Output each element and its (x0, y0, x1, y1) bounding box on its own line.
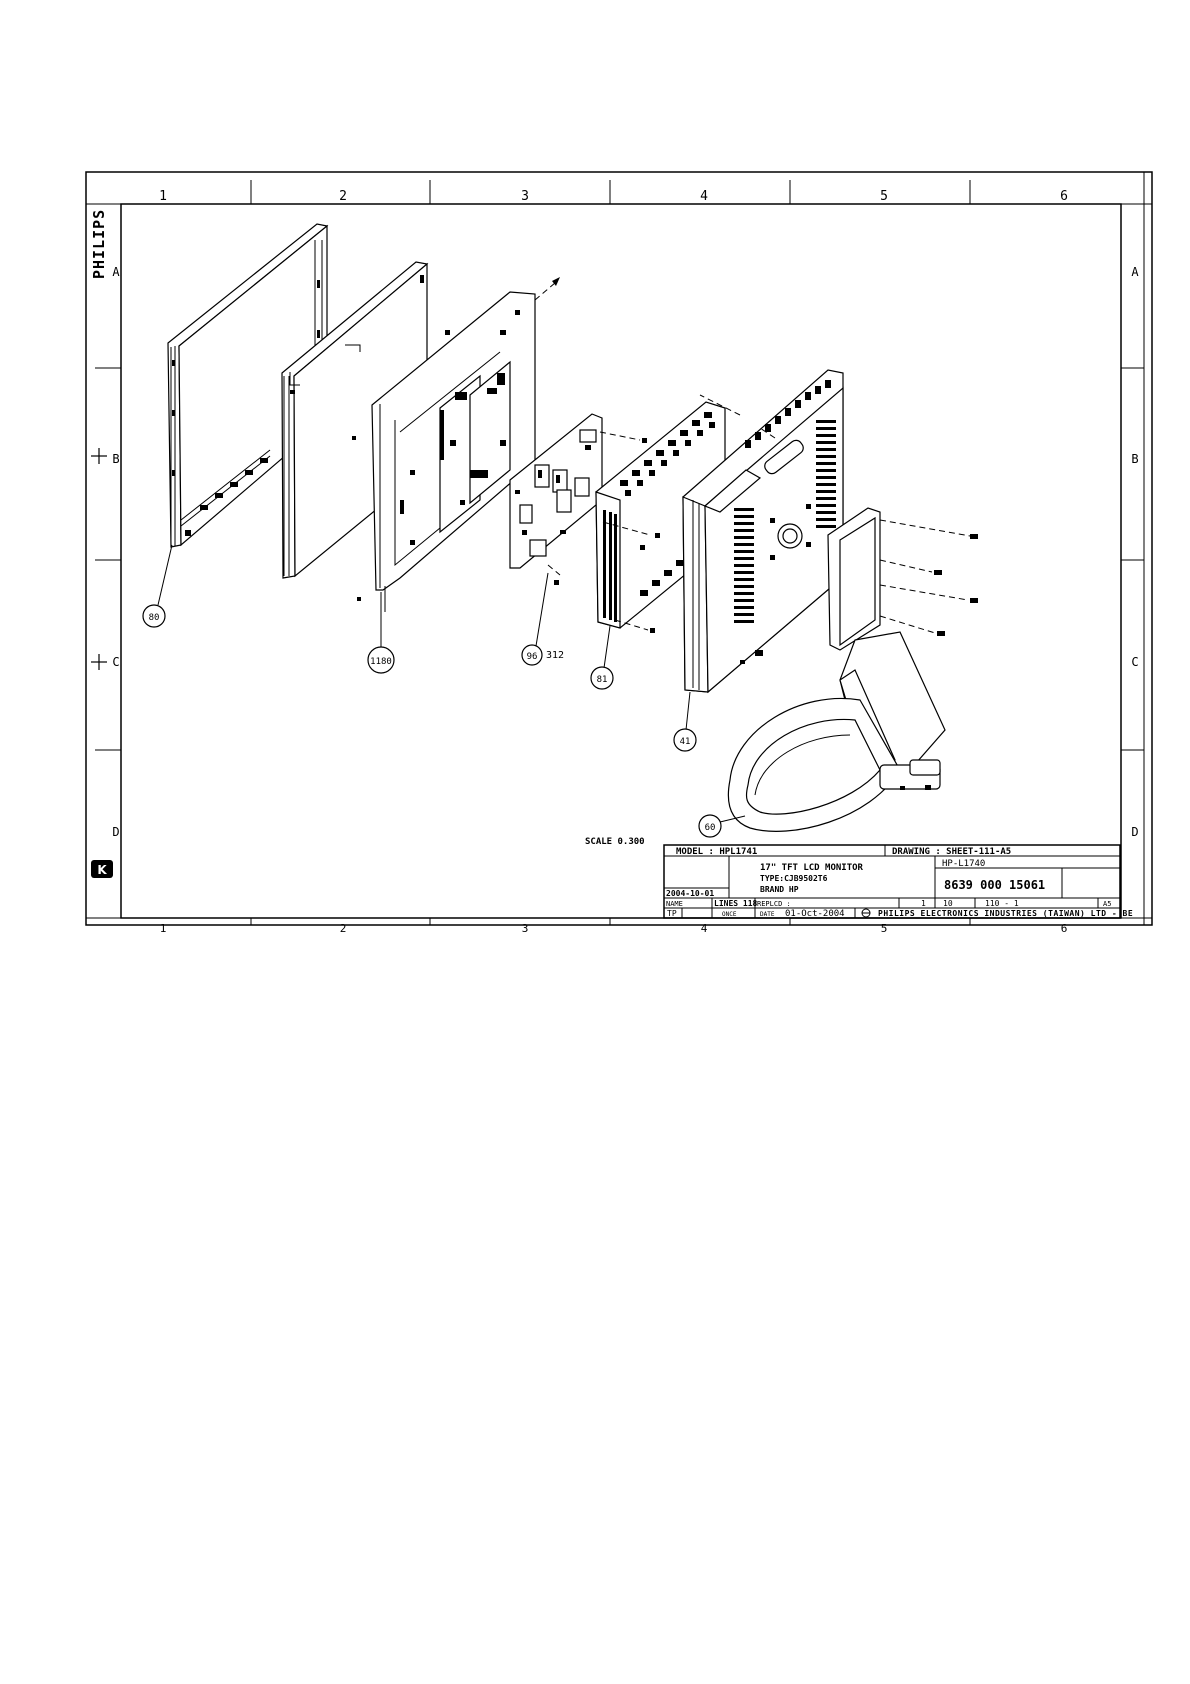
tb-description-3: BRAND HP (760, 885, 799, 894)
col-label-top-4: 4 (700, 189, 708, 204)
main-board-part (509, 413, 603, 585)
tb-row3-a: NAME (666, 900, 683, 908)
tb-date-left: 2004-10-01 (666, 889, 714, 898)
tb-row3-e: 10 (943, 899, 953, 908)
callout-96: 96 312 (521, 572, 564, 666)
rear-cover-vents-left (734, 508, 754, 623)
rear-cover-part (682, 369, 844, 694)
callout-60: 60 (698, 814, 746, 838)
col-label-bottom-6: 6 (1061, 922, 1068, 935)
tb-description-1: 17" TFT LCD MONITOR (760, 863, 864, 873)
callout-81-label: 81 (597, 675, 608, 685)
col-label-bottom-5: 5 (881, 922, 888, 935)
col-label-top-6: 6 (1060, 189, 1068, 204)
row-dividers (95, 367, 1144, 751)
shield-vent-strip (620, 412, 715, 596)
rear-cover-vents-right (816, 420, 836, 528)
tb-drawing: DRAWING : SHEET-111-A5 (892, 847, 1011, 857)
callout-41: 41 (673, 691, 697, 752)
col-label-top-2: 2 (339, 189, 347, 204)
callout-312-label: 312 (546, 650, 564, 661)
tb-row3-f: 110 - 1 (985, 899, 1019, 908)
title-block: MODEL : HPL1741 DRAWING : SHEET-111-A5 H… (663, 844, 1133, 919)
scale-note: SCALE 0.300 (585, 837, 645, 847)
tb-row3-d: 1 (921, 899, 926, 908)
registration-marks (91, 448, 107, 670)
shield-cover-part (595, 394, 741, 633)
col-label-bottom-3: 3 (522, 922, 529, 935)
col-label-top-3: 3 (521, 189, 529, 204)
callout-80-label: 80 (149, 613, 160, 623)
stand-part (727, 507, 978, 832)
row-label-right-d: D (1131, 825, 1138, 839)
callout-41-label: 41 (680, 737, 691, 747)
row-label-left-c: C (112, 655, 119, 669)
col-label-top-1: 1 (159, 189, 167, 204)
philips-logo-icon: K (91, 860, 113, 878)
col-label-bottom-1: 1 (160, 922, 167, 935)
tb-code: HP-L1740 (942, 859, 985, 869)
tb-description-2: TYPE:CJB9502T6 (760, 874, 828, 883)
callout-60-label: 60 (705, 823, 716, 833)
rear-cover-vents-top (745, 380, 831, 448)
chassis-plate-part (352, 277, 560, 612)
row-label-left-d: D (112, 825, 119, 839)
callout-81: 81 (590, 625, 614, 690)
outer-frame (85, 171, 1153, 926)
callout-80: 80 (142, 544, 173, 628)
col-label-bottom-2: 2 (340, 922, 347, 935)
tb-row3-b: LINES 118 (714, 899, 758, 908)
row-label-right-b: B (1131, 452, 1138, 466)
callout-96-label: 96 (527, 652, 538, 662)
tb-part-number: 8639 000 15061 (944, 878, 1045, 892)
tb-company: PHILIPS ELECTRONICS INDUSTRIES (TAIWAN) … (878, 909, 1133, 918)
col-label-top-5: 5 (880, 189, 888, 204)
col-label-bottom-4: 4 (701, 922, 708, 935)
tb-row3-g: A5 (1103, 900, 1111, 908)
tb-row4-a: TP (667, 909, 677, 918)
tb-row4-b: ONCE (722, 911, 737, 918)
svg-text:K: K (97, 863, 107, 877)
tb-row4-c: DATE (760, 911, 775, 918)
row-label-left-a: A (112, 265, 120, 279)
callout-1180-label: 1180 (370, 657, 392, 667)
tb-row4-date: 01-Oct-2004 (785, 909, 845, 919)
row-label-left-b: B (112, 452, 119, 466)
tb-row3-c: REPLCD : (757, 900, 791, 908)
philips-shield-icon (861, 908, 871, 918)
row-label-right-c: C (1131, 655, 1138, 669)
row-label-right-a: A (1131, 265, 1139, 279)
callout-1180: 1180 (367, 592, 395, 674)
column-dividers (250, 180, 971, 925)
tb-model: MODEL : HPL1741 (676, 847, 757, 857)
philips-brand-vertical: PHILIPS (90, 209, 108, 279)
